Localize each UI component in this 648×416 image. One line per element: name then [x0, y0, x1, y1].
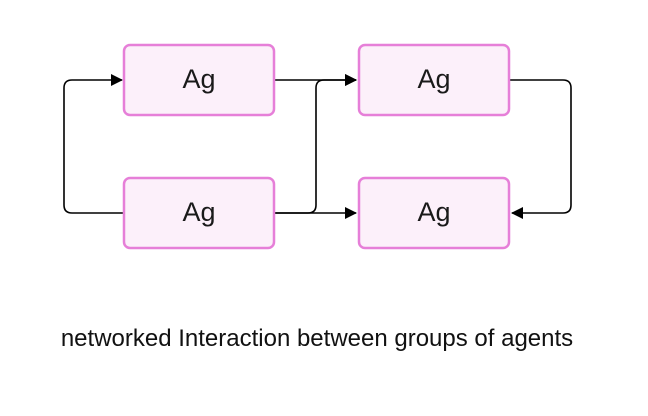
node-top-left: Ag	[122, 43, 276, 117]
node-label: Ag	[182, 64, 215, 94]
node-top-right: Ag	[357, 43, 511, 117]
node-bottom-left: Ag	[122, 176, 276, 250]
node-label: Ag	[182, 197, 215, 227]
edge-bottom-left-to-top-right	[274, 74, 357, 214]
edge-bottom-left-to-top-left	[63, 74, 124, 214]
node-label: Ag	[417, 64, 450, 94]
diagram-caption: networked Interaction between groups of …	[60, 325, 574, 352]
node-box	[357, 176, 511, 250]
edges	[63, 74, 572, 219]
node-label: Ag	[417, 197, 450, 227]
node-box	[357, 43, 511, 117]
node-box	[122, 43, 276, 117]
node-box	[122, 176, 276, 250]
node-bottom-right: Ag	[357, 176, 511, 250]
edge-top-right-to-bottom-right	[510, 79, 572, 219]
